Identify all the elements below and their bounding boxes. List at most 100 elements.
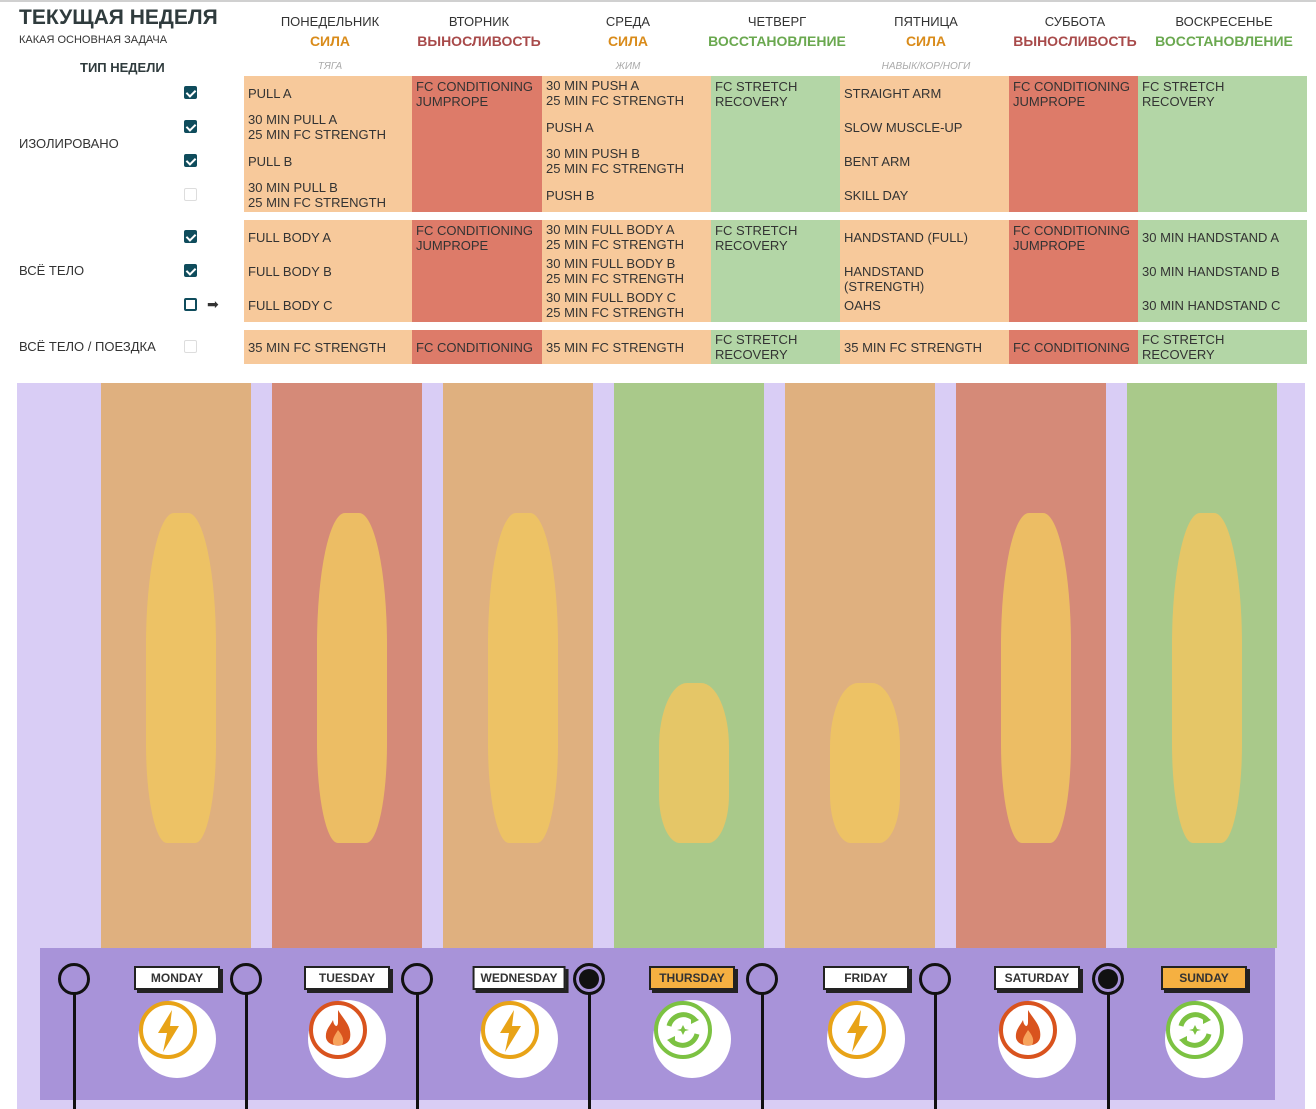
timeline-pin — [58, 963, 90, 995]
timeline-day-label: TUESDAY — [304, 966, 390, 990]
day-stripe — [785, 383, 935, 948]
day-name: ПОНЕДЕЛЬНИК — [280, 14, 380, 29]
fire-icon — [998, 1000, 1076, 1078]
schedule-cell[interactable]: FC CONDITIONING JUMPROPE — [1009, 220, 1138, 322]
workout-item: 35 MIN FC STRENGTH — [248, 339, 386, 355]
athlete-figure — [659, 683, 729, 843]
day-stripe — [614, 383, 764, 948]
week-checkbox[interactable] — [184, 340, 197, 353]
schedule-cell[interactable]: 35 MIN FC STRENGTH — [542, 330, 711, 364]
week-checkbox[interactable] — [184, 120, 197, 133]
page-subtitle: КАКАЯ ОСНОВНАЯ ЗАДАЧА — [19, 34, 168, 46]
schedule-cell[interactable]: FC CONDITIONING — [1009, 330, 1138, 364]
schedule-cell[interactable]: 35 MIN FC STRENGTH — [244, 330, 412, 364]
week-type-label: ИЗОЛИРОВАНО — [19, 136, 119, 151]
schedule-cell[interactable]: FC CONDITIONING JUMPROPE — [412, 76, 542, 212]
day-focus: СИЛА — [309, 33, 351, 49]
day-name: СУББОТА — [1044, 14, 1106, 29]
timeline-pin — [746, 963, 778, 995]
workout-item: 30 MIN PULL A 25 MIN FC STRENGTH — [248, 112, 386, 142]
day-subfocus: НАВЫК/КОР/НОГИ — [881, 61, 971, 72]
athlete-figure — [488, 513, 558, 843]
workout-item: 30 MIN HANDSTAND B — [1142, 263, 1280, 279]
schedule-cell[interactable]: 35 MIN FC STRENGTH — [840, 330, 1009, 364]
recycle-icon — [1165, 1000, 1243, 1078]
timeline-pin — [401, 963, 433, 995]
timeline-day-label: THURSDAY — [649, 966, 735, 990]
workout-item: FC CONDITIONING — [416, 339, 533, 355]
bolt-icon — [138, 1000, 216, 1078]
schedule-cell[interactable]: FC STRETCH RECOVERY — [1138, 330, 1307, 364]
workout-item: 30 MIN HANDSTAND C — [1142, 297, 1281, 313]
week-type-label: ВСЁ ТЕЛО / ПОЕЗДКА — [19, 339, 156, 354]
day-name: ВТОРНИК — [448, 14, 510, 29]
workout-item: FC CONDITIONING — [1013, 339, 1130, 355]
recycle-icon — [653, 1000, 731, 1078]
workout-item: FC CONDITIONING JUMPROPE — [1013, 223, 1130, 253]
week-checkbox[interactable] — [184, 264, 197, 277]
bolt-icon — [827, 1000, 905, 1078]
day-name: СРЕДА — [605, 14, 651, 29]
top-border — [0, 0, 1316, 2]
timeline-pin — [573, 963, 605, 995]
workout-item: OAHS — [844, 297, 881, 313]
current-arrow-icon: ➡ — [207, 296, 219, 312]
workout-item: PULL B — [248, 153, 293, 169]
timeline-stem — [416, 994, 419, 1109]
schedule-cell[interactable]: 30 MIN HANDSTAND A 30 MIN HANDSTAND B 30 M… — [1138, 220, 1307, 322]
schedule-cell[interactable]: PULL A 30 MIN PULL A 25 MIN FC STRENGTH PU… — [244, 76, 412, 212]
workout-item: PULL A — [248, 85, 292, 101]
workout-item: SLOW MUSCLE-UP — [844, 119, 963, 135]
schedule-cell[interactable]: FC STRETCH RECOVERY — [711, 330, 840, 364]
week-checkbox[interactable] — [184, 86, 197, 99]
workout-item: 30 MIN PULL B 25 MIN FC STRENGTH — [248, 180, 386, 210]
timeline-stem — [1107, 994, 1110, 1109]
timeline-day-label: FRIDAY — [823, 966, 909, 990]
athlete-figure — [146, 513, 216, 843]
day-focus: ВЫНОСЛИВОСТЬ — [417, 33, 541, 49]
schedule-cell[interactable]: HANDSTAND (FULL)HANDSTAND (STRENGTH)OAHS — [840, 220, 1009, 322]
workout-item: BENT ARM — [844, 153, 911, 169]
schedule-cell[interactable]: FC CONDITIONING JUMPROPE — [1009, 76, 1138, 212]
workout-item: FULL BODY C — [248, 297, 333, 313]
workout-item: 35 MIN FC STRENGTH — [844, 339, 982, 355]
workout-item: 30 MIN FULL BODY A 25 MIN FC STRENGTH — [546, 222, 684, 252]
day-name: ВОСКРЕСЕНЬЕ — [1175, 14, 1273, 29]
athlete-figure — [317, 513, 387, 843]
workout-item: SKILL DAY — [844, 187, 909, 203]
day-focus: СИЛА — [905, 33, 947, 49]
week-checkbox[interactable] — [184, 188, 197, 201]
athlete-figure — [1172, 513, 1242, 843]
day-name: ЧЕТВЕРГ — [747, 14, 807, 29]
workout-item: PUSH A — [546, 119, 594, 135]
schedule-cell[interactable]: FC STRETCH RECOVERY — [711, 220, 840, 322]
schedule-cell[interactable]: FC STRETCH RECOVERY — [1138, 76, 1307, 212]
workout-item: 30 MIN PUSH A 25 MIN FC STRENGTH — [546, 78, 684, 108]
week-checkbox[interactable] — [184, 298, 197, 311]
workout-item: 30 MIN HANDSTAND A — [1142, 229, 1280, 245]
timeline-day-label: MONDAY — [134, 966, 220, 990]
week-checkbox[interactable] — [184, 230, 197, 243]
schedule-cell[interactable]: FC STRETCH RECOVERY — [711, 76, 840, 212]
week-checkbox[interactable] — [184, 154, 197, 167]
workout-item: FC STRETCH RECOVERY — [715, 223, 798, 253]
timeline-stem — [73, 994, 76, 1109]
timeline-pin — [919, 963, 951, 995]
workout-item: FC STRETCH RECOVERY — [1142, 79, 1225, 109]
timeline-day-label: SUNDAY — [1161, 966, 1247, 990]
workout-item: FC STRETCH RECOVERY — [715, 79, 798, 109]
schedule-cell[interactable]: FC CONDITIONING JUMPROPE — [412, 220, 542, 322]
workout-item: 30 MIN FULL BODY B 25 MIN FC STRENGTH — [546, 256, 684, 286]
day-name: ПЯТНИЦА — [894, 14, 958, 29]
timeline-stem — [934, 994, 937, 1109]
workout-item: FC CONDITIONING JUMPROPE — [1013, 79, 1130, 109]
timeline-day-label: WEDNESDAY — [472, 966, 566, 990]
timeline-pin — [1092, 963, 1124, 995]
schedule-cell[interactable]: FC CONDITIONING — [412, 330, 542, 364]
schedule-cell[interactable]: 30 MIN FULL BODY A 25 MIN FC STRENGTH 30 … — [542, 220, 711, 322]
bolt-icon — [480, 1000, 558, 1078]
week-type-label: ВСЁ ТЕЛО — [19, 263, 85, 278]
